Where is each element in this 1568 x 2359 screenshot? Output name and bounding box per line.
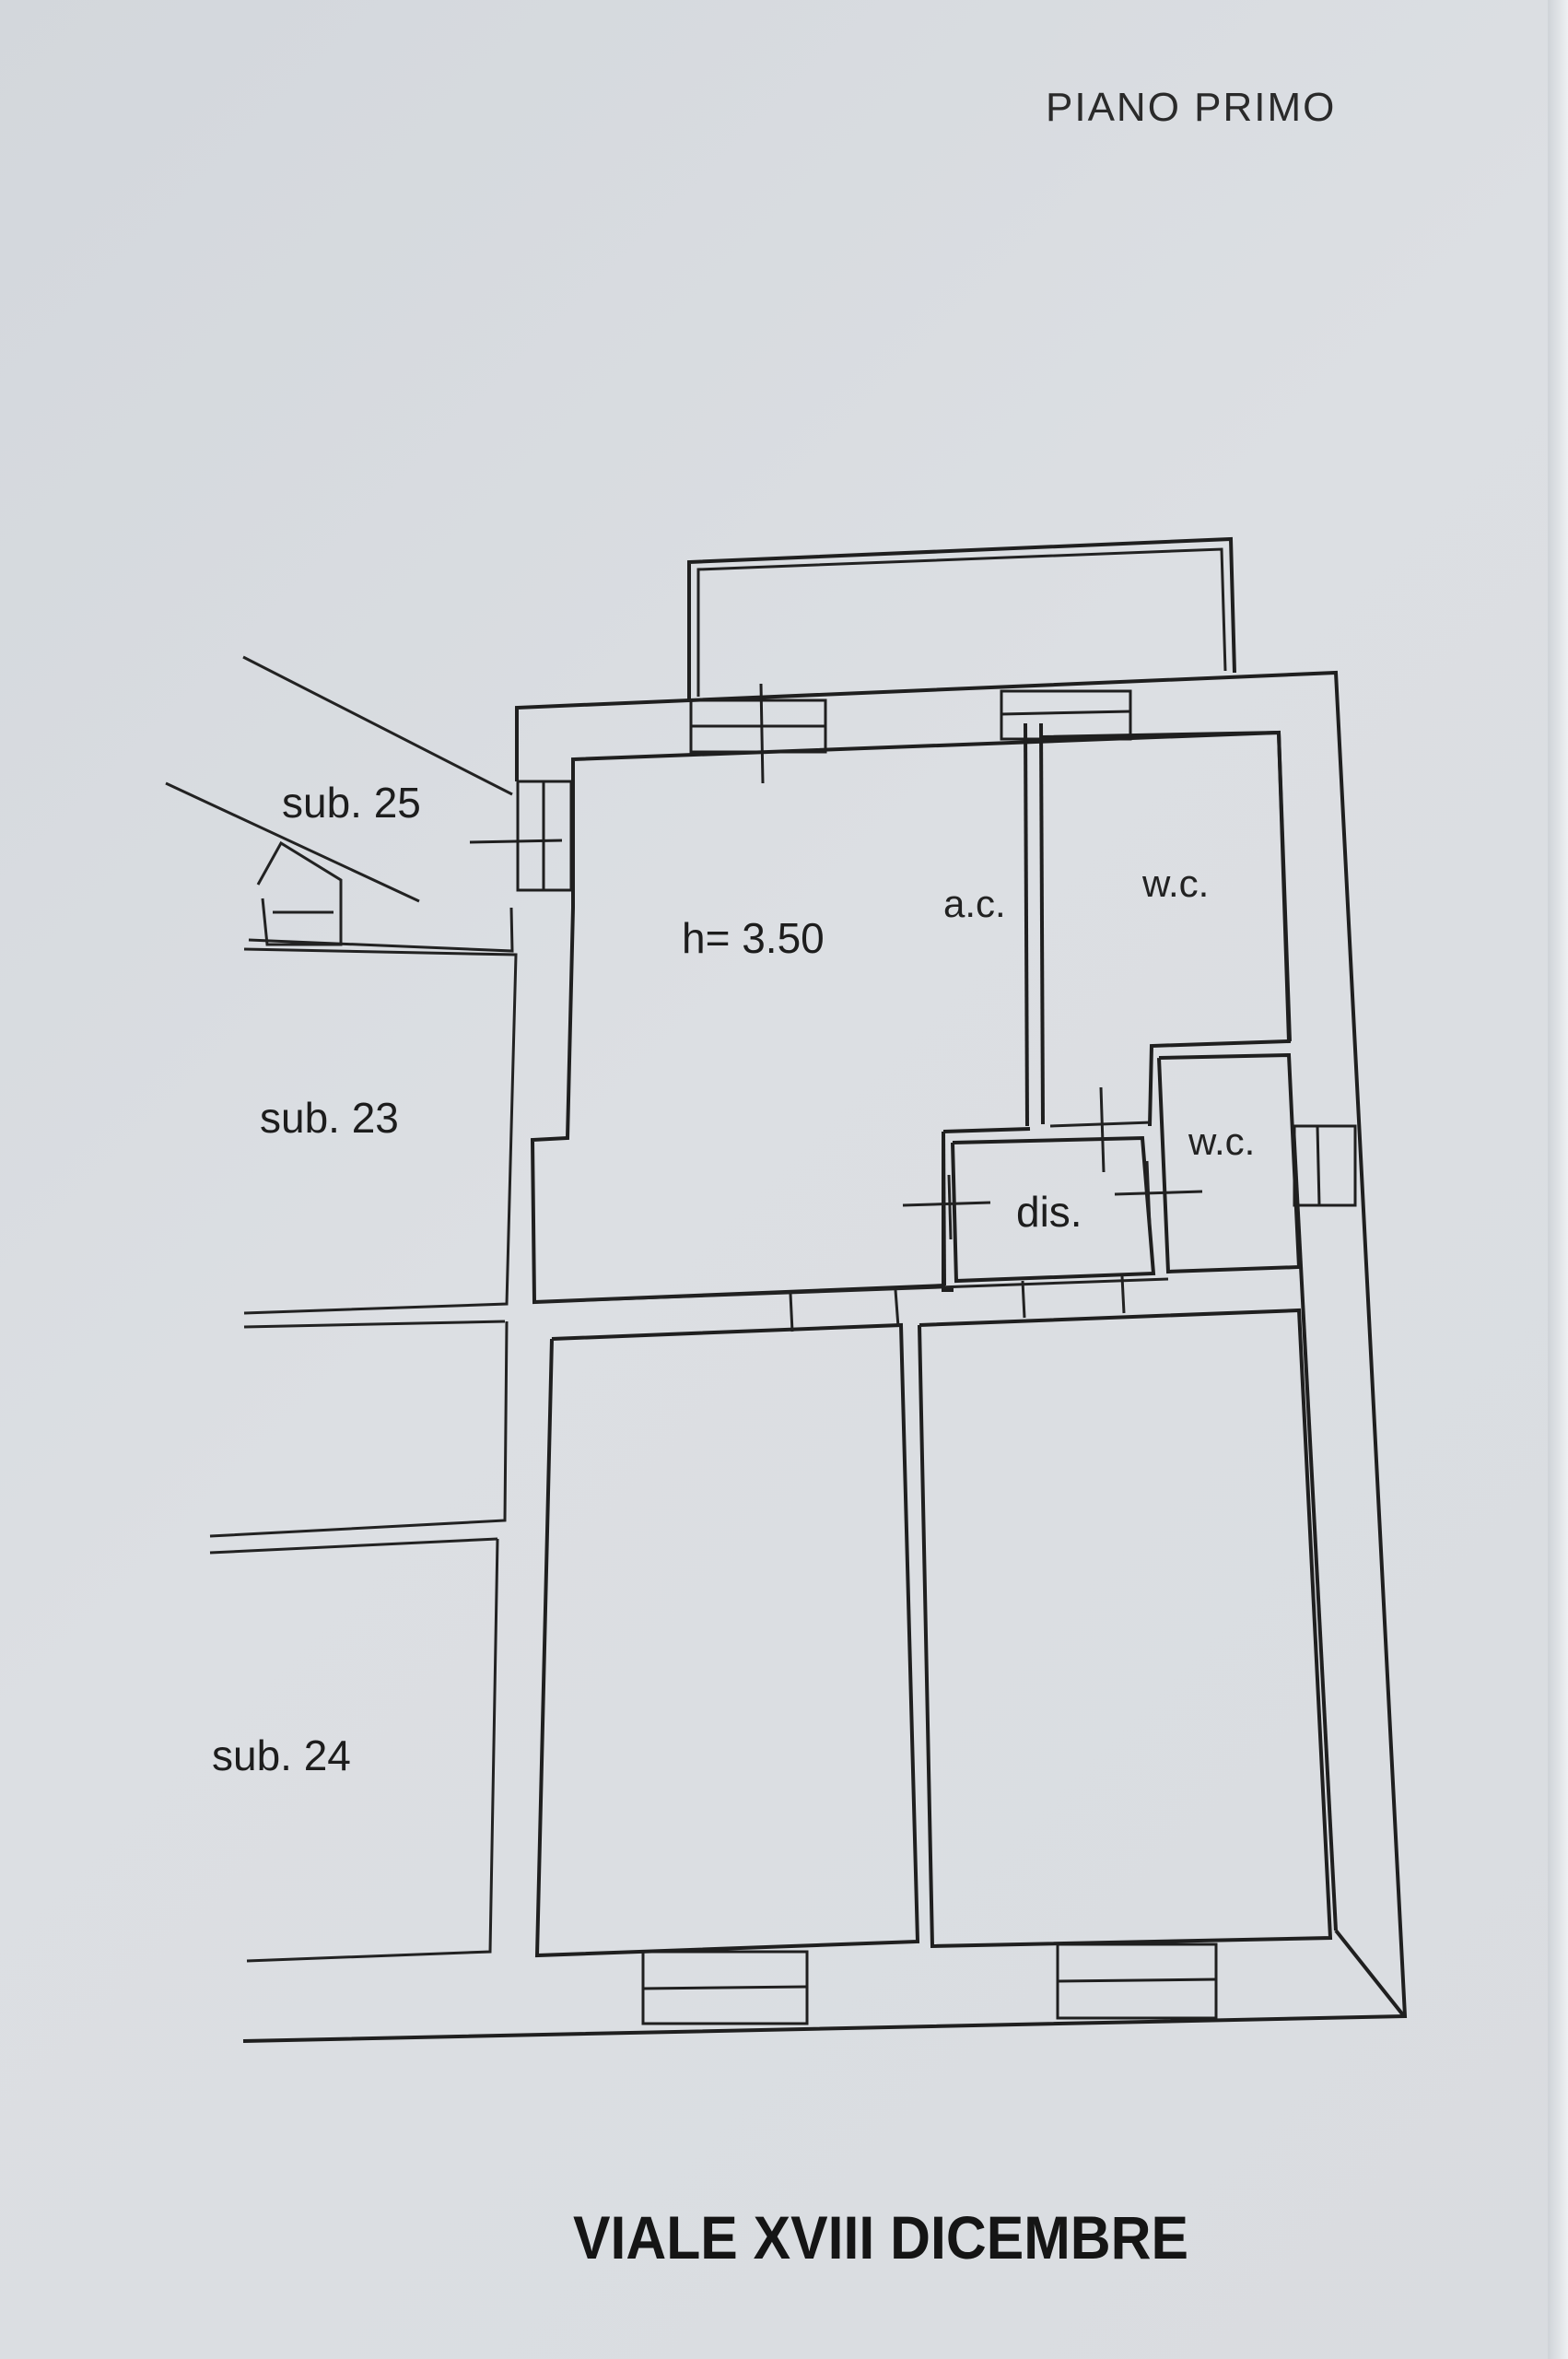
wc-lower-label: w.c. [1188, 1120, 1256, 1163]
page-edge [1548, 0, 1568, 2359]
sub23-label: sub. 23 [260, 1094, 399, 1142]
wc-upper-walls [1042, 730, 1292, 1127]
closet-label: a.c. [943, 882, 1006, 925]
outer-walls [242, 670, 1408, 2043]
wc-upper-label: w.c. [1142, 862, 1210, 905]
wc-lower-walls [1157, 1052, 1302, 1274]
room-height-label: h= 3.50 [682, 914, 825, 962]
front-room-right [918, 1308, 1333, 1949]
hallway-label: dis. [1016, 1188, 1082, 1236]
sub24-label: sub. 24 [212, 1731, 351, 1779]
closet-partition [1024, 722, 1045, 1127]
hallway-walls [902, 1086, 1203, 1292]
neighbor-boundaries [165, 655, 518, 1963]
floor-title: PIANO PRIMO [1046, 85, 1337, 130]
sub25-label: sub. 25 [282, 779, 421, 827]
windows [469, 683, 1357, 2025]
interior-wall-lines [533, 1275, 1169, 1332]
front-room-left [534, 1322, 920, 1958]
street-name: VIALE XVIII DICEMBRE [573, 2203, 1189, 2271]
balcony [687, 536, 1236, 700]
